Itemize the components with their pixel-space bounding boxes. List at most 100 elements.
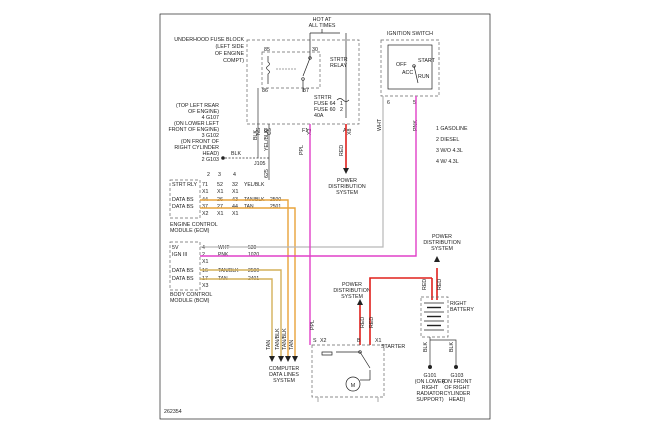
svg-text:3: 3	[218, 172, 221, 178]
hot-at-label: HOT AT	[313, 17, 332, 23]
starter: S X2 B X1 STARTER M	[311, 338, 405, 402]
svg-text:SYSTEM: SYSTEM	[341, 294, 363, 300]
svg-text:RIGHT CYLINDER: RIGHT CYLINDER	[174, 145, 219, 151]
svg-text:CYLINDER: CYLINDER	[444, 391, 471, 397]
ecm-title: ENGINE CONTROL	[170, 222, 218, 228]
bcm-wire-color: PNK	[218, 252, 229, 258]
svg-text:TAN: TAN	[289, 340, 295, 350]
svg-text:FUSE 64: FUSE 64	[314, 101, 336, 107]
ecm-wire-color: YEL/BLK	[244, 182, 265, 188]
fuse-block-title: UNDERHOOD FUSE BLOCK	[174, 37, 244, 43]
svg-text:ALL TIMES: ALL TIMES	[309, 23, 336, 29]
svg-text:NS: NS	[256, 127, 262, 135]
svg-text:WHT: WHT	[377, 118, 383, 131]
svg-text:X8: X8	[347, 128, 353, 135]
bcm-pin-name: IGN III	[172, 252, 187, 258]
ecm-cavity: 71	[202, 182, 208, 188]
motor-label: M	[351, 383, 355, 389]
svg-text:MODULE (BCM): MODULE (BCM)	[170, 298, 210, 304]
svg-text:4: 4	[233, 172, 236, 178]
right-battery: RIGHT BATTERY BLK BLK	[420, 296, 474, 369]
bcm-wire-color: TAN/BLK	[218, 268, 239, 274]
power-distribution-right: POWER	[432, 234, 452, 240]
svg-text:COMPT): COMPT)	[223, 58, 244, 64]
ground-g103: G103 (ON FRONT OF RIGHT CYLINDER HEAD)	[442, 373, 472, 403]
svg-text:4 W/ 4.3L: 4 W/ 4.3L	[436, 159, 459, 165]
svg-text:87: 87	[303, 88, 309, 94]
svg-text:OF RIGHT: OF RIGHT	[444, 385, 470, 391]
ecm-cavity: 32	[232, 182, 238, 188]
ecm-cavity: 37	[202, 204, 208, 210]
svg-text:BATTERY: BATTERY	[450, 307, 474, 313]
ecm-cavity: X1	[232, 211, 239, 217]
bcm-circuit: 530	[248, 245, 257, 251]
svg-text:2: 2	[207, 172, 210, 178]
svg-text:OF ENGINE: OF ENGINE	[215, 51, 245, 57]
svg-text:OF ENGINE): OF ENGINE)	[188, 109, 219, 115]
bcm-cavity: 16	[202, 268, 208, 274]
svg-text:RED: RED	[360, 317, 366, 328]
svg-text:30: 30	[312, 47, 318, 53]
bcm-cavity: X1	[202, 259, 209, 265]
svg-text:85: 85	[264, 47, 270, 53]
svg-text:BLK: BLK	[449, 342, 455, 352]
svg-text:BLK: BLK	[231, 151, 241, 157]
computer-data-lines-label: COMPUTER	[269, 366, 299, 372]
svg-text:G101: G101	[424, 373, 437, 379]
ecm-cavity: X1	[217, 211, 224, 217]
svg-text:RIGHT: RIGHT	[450, 301, 467, 307]
svg-text:(TOP LEFT REAR: (TOP LEFT REAR	[176, 103, 219, 109]
svg-text:(ON LOWER LEFT: (ON LOWER LEFT	[174, 121, 220, 127]
svg-text:BLK: BLK	[253, 130, 259, 140]
svg-text:TAN/BLK: TAN/BLK	[275, 328, 281, 350]
svg-text:START: START	[418, 58, 436, 64]
bcm-pin-name: 5V	[172, 245, 179, 251]
svg-text:RADIATOR: RADIATOR	[417, 391, 444, 397]
ecm-circuit: 2501	[270, 204, 281, 210]
svg-text:HEAD): HEAD)	[449, 397, 466, 403]
svg-text:(ON FRONT: (ON FRONT	[442, 379, 472, 385]
svg-text:(ON LOWER: (ON LOWER	[415, 379, 446, 385]
svg-text:(LEFT SIDE: (LEFT SIDE	[216, 44, 245, 50]
diagram-frame	[159, 13, 491, 420]
svg-text:X2: X2	[320, 338, 327, 344]
data-line-arrows	[269, 356, 298, 362]
power-distribution-top: POWER	[337, 178, 357, 184]
svg-text:2 G103: 2 G103	[202, 157, 219, 163]
svg-text:G103: G103	[451, 373, 464, 379]
ground-locations-left: (TOP LEFT REAR OF ENGINE) 4 G107 (ON LOW…	[168, 103, 270, 178]
bcm-circuit: 1020	[248, 252, 259, 258]
ecm-cavity: X1	[217, 189, 224, 195]
svg-text:2 DIESEL: 2 DIESEL	[436, 137, 459, 143]
svg-text:SYSTEM: SYSTEM	[273, 378, 295, 384]
svg-text:DATA LINES: DATA LINES	[269, 372, 299, 378]
bcm-wire-color: WHT	[218, 245, 229, 251]
legend: 1 GASOLINE 2 DIESEL 3 W/O 4.3L 4 W/ 4.3L	[436, 126, 468, 165]
svg-text:1 GASOLINE: 1 GASOLINE	[436, 126, 468, 132]
svg-text:RED: RED	[339, 145, 345, 156]
svg-text:OFF: OFF	[396, 62, 407, 68]
svg-text:RED: RED	[437, 279, 443, 290]
svg-text:SUPPORT): SUPPORT)	[416, 397, 444, 403]
svg-text:S: S	[313, 338, 317, 344]
ecm-cavity: X1	[202, 189, 209, 195]
svg-text:A: A	[343, 128, 347, 134]
svg-text:F1: F1	[302, 128, 308, 134]
ignition-switch: IGNITION SWITCH OFF ACC START RUN 6 5 WH…	[377, 31, 440, 131]
svg-text:RUN: RUN	[418, 74, 430, 80]
svg-text:DISTRIBUTION: DISTRIBUTION	[333, 288, 371, 294]
svg-text:MODULE (ECM): MODULE (ECM)	[170, 228, 210, 234]
svg-text:ACC: ACC	[402, 70, 413, 76]
bcm-pin-name: DATA BS	[172, 268, 194, 274]
underhood-fuse-block: UNDERHOOD FUSE BLOCK (LEFT SIDE OF ENGIN…	[174, 17, 360, 135]
starter-label: STARTER	[381, 344, 405, 350]
svg-text:FUSE 60: FUSE 60	[314, 107, 336, 113]
bcm-circuit: 2500	[248, 268, 259, 274]
ecm-pin-name: STRT RLY	[172, 182, 197, 188]
ignition-switch-title: IGNITION SWITCH	[387, 31, 433, 37]
svg-text:BLK: BLK	[423, 342, 429, 352]
svg-text:RED: RED	[422, 279, 428, 290]
svg-text:3 W/O 4.3L: 3 W/O 4.3L	[436, 148, 463, 154]
